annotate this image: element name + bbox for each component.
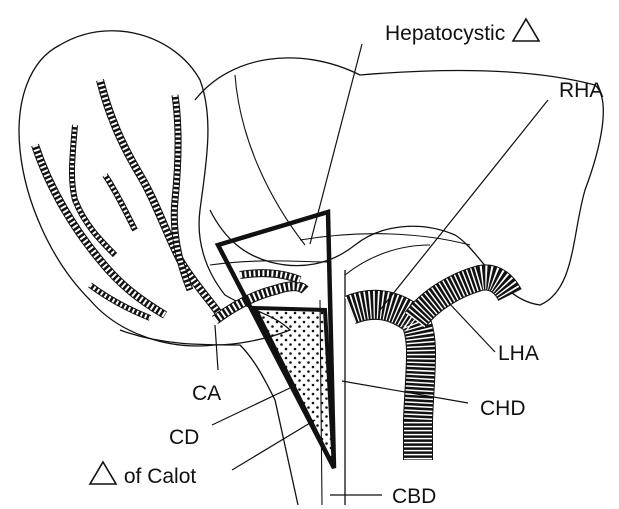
triangle-icon: [88, 460, 118, 486]
label-calot-text: of Calot: [124, 465, 196, 488]
hepatic-duct-bifurcation: [345, 245, 430, 275]
triangle-icon: [511, 17, 541, 43]
label-cbd: CBD: [392, 486, 436, 507]
liver-inner-contour: [235, 75, 305, 245]
label-triangle-of-calot: of Calot: [88, 460, 196, 487]
hepatic-arteries: [350, 277, 510, 460]
label-cd: CD: [169, 427, 199, 448]
label-rha: RHA: [559, 80, 603, 101]
label-hepatocystic-triangle: Hepatocystic: [385, 17, 541, 44]
label-hepatocystic-text: Hepatocystic: [385, 22, 505, 45]
label-chd: CHD: [480, 398, 526, 419]
label-ca: CA: [192, 383, 221, 404]
liver-inner-contour-2: [300, 234, 470, 245]
liver-outline: [195, 58, 603, 305]
label-lha: LHA: [498, 343, 539, 364]
